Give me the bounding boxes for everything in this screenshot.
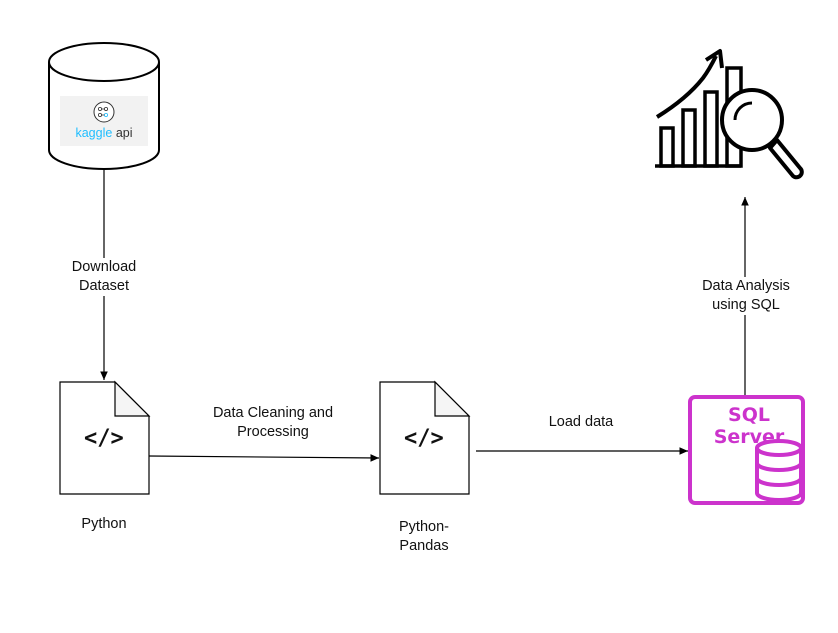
python-code-glyph: </>: [84, 426, 124, 451]
edge-label-cleaning: Data Cleaning and Processing: [212, 405, 334, 440]
edge-cleaning: [148, 454, 380, 462]
kaggle-api-logo: kaggle api: [60, 96, 148, 146]
node-label-pandas: Python- Pandas: [399, 519, 449, 554]
edge-label-load: Load data: [548, 414, 614, 430]
edge-label-analysis: Data Analysis using SQL: [690, 277, 802, 315]
kaggle-nodes-icon: [93, 101, 115, 123]
sql-server-database-icon: [688, 395, 805, 505]
sql-server-title: SQL Server: [713, 404, 785, 448]
code-file-icon: [59, 380, 151, 495]
pandas-code-glyph: </>: [404, 426, 444, 451]
node-label-python: Python: [81, 516, 127, 532]
kaggle-api-text: kaggle api: [75, 126, 133, 140]
code-file-icon: [379, 380, 471, 495]
edge-label-download: Download Dataset: [62, 258, 146, 296]
analytics-chart-magnifier-icon: [655, 49, 804, 180]
